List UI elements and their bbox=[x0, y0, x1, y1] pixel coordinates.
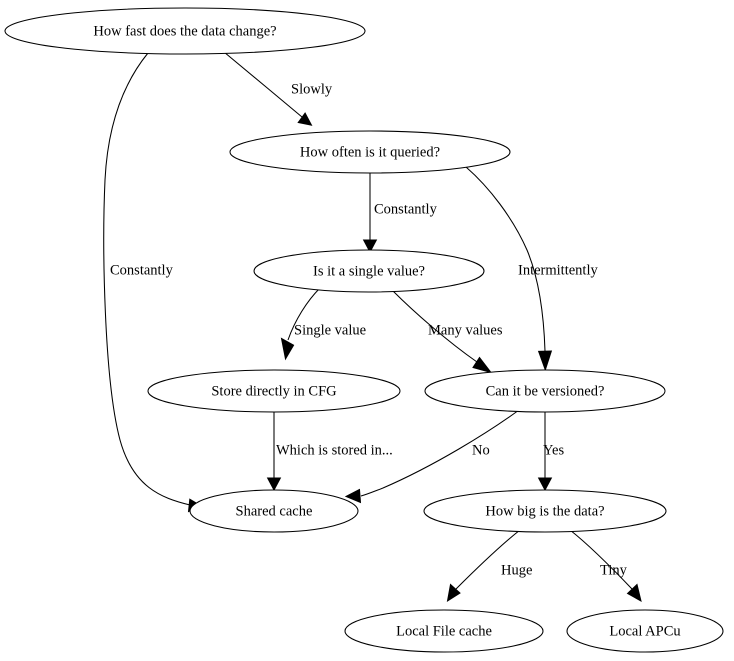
arrowhead-icon bbox=[362, 239, 378, 254]
edge-label-no: No bbox=[472, 442, 490, 458]
node-label: How often is it queried? bbox=[300, 144, 440, 160]
node-can-it-be-versioned[interactable]: Can it be versioned? bbox=[424, 369, 666, 413]
arrowhead-icon bbox=[537, 350, 553, 372]
node-shape-ellipse[interactable] bbox=[253, 249, 485, 293]
edge-how-fast-to-shared-cache bbox=[103, 52, 203, 513]
edge-path bbox=[103, 52, 191, 506]
edge-label-huge: Huge bbox=[501, 562, 532, 578]
arrowhead-icon bbox=[266, 477, 282, 492]
node-label: How big is the data? bbox=[485, 503, 604, 519]
edge-path bbox=[465, 166, 546, 352]
edge-how-big-to-local-file bbox=[446, 529, 521, 603]
edge-label-yes: Yes bbox=[543, 442, 564, 458]
edge-path bbox=[223, 51, 303, 118]
node-shape-ellipse[interactable] bbox=[4, 7, 366, 55]
node-shared-cache[interactable]: Shared cache bbox=[189, 489, 359, 533]
edge-label-which-is-stored-in: Which is stored in... bbox=[276, 442, 393, 458]
node-local-file-cache[interactable]: Local File cache bbox=[344, 609, 544, 653]
edge-versioned-to-shared-cache bbox=[344, 409, 520, 504]
node-shape-ellipse[interactable] bbox=[229, 130, 511, 174]
node-label: Shared cache bbox=[236, 503, 313, 519]
node-shape-ellipse[interactable] bbox=[147, 369, 401, 413]
node-store-directly-in-cfg[interactable]: Store directly in CFG bbox=[147, 369, 401, 413]
node-label: Is it a single value? bbox=[313, 263, 425, 279]
arrowhead-icon bbox=[537, 477, 553, 492]
edge-how-often-to-single-value bbox=[362, 173, 378, 254]
edge-label-constantly-center: Constantly bbox=[374, 201, 438, 217]
edge-label-many-values: Many values bbox=[428, 322, 503, 338]
edge-how-big-to-local-apcu bbox=[569, 529, 642, 602]
edge-label-slowly: Slowly bbox=[291, 81, 333, 97]
node-how-fast-does-the-data-change[interactable]: How fast does the data change? bbox=[4, 7, 366, 55]
node-is-it-a-single-value[interactable]: Is it a single value? bbox=[253, 249, 485, 293]
node-shape-ellipse[interactable] bbox=[344, 609, 544, 653]
node-label: Local APCu bbox=[609, 623, 680, 639]
edge-how-often-to-versioned bbox=[465, 166, 553, 372]
edge-path bbox=[455, 529, 521, 590]
edge-path bbox=[360, 409, 520, 497]
edge-single-value-to-versioned bbox=[392, 290, 493, 374]
edge-versioned-to-how-big bbox=[537, 412, 553, 492]
edge-label-intermittently: Intermittently bbox=[518, 262, 598, 278]
edge-store-cfg-to-shared-cache bbox=[266, 412, 282, 492]
node-label: Can it be versioned? bbox=[486, 383, 605, 399]
arrowhead-icon bbox=[446, 583, 461, 603]
node-shape-ellipse[interactable] bbox=[423, 489, 667, 533]
node-label: Store directly in CFG bbox=[211, 383, 337, 399]
edge-path bbox=[569, 529, 633, 590]
edge-label-tiny: Tiny bbox=[600, 562, 628, 578]
edge-path bbox=[392, 290, 478, 363]
arrowhead-icon bbox=[297, 112, 313, 126]
node-label: Local File cache bbox=[396, 623, 492, 639]
arrowhead-icon bbox=[626, 583, 642, 602]
node-how-often-is-it-queried[interactable]: How often is it queried? bbox=[229, 130, 511, 174]
edge-label-constantly-left: Constantly bbox=[110, 262, 174, 278]
node-label: How fast does the data change? bbox=[93, 23, 276, 39]
arrowhead-icon bbox=[472, 356, 493, 374]
edge-label-single-value: Single value bbox=[294, 322, 366, 338]
arrowhead-icon bbox=[344, 488, 362, 504]
node-shape-ellipse[interactable] bbox=[566, 609, 724, 653]
node-how-big-is-the-data[interactable]: How big is the data? bbox=[423, 489, 667, 533]
node-local-apcu[interactable]: Local APCu bbox=[566, 609, 724, 653]
edge-path bbox=[287, 287, 321, 341]
arrowhead-icon bbox=[280, 337, 295, 361]
node-shape-ellipse[interactable] bbox=[424, 369, 666, 413]
edge-single-value-to-store-cfg bbox=[280, 287, 321, 361]
node-shape-ellipse[interactable] bbox=[189, 489, 359, 533]
edge-how-fast-to-how-often bbox=[223, 51, 313, 126]
